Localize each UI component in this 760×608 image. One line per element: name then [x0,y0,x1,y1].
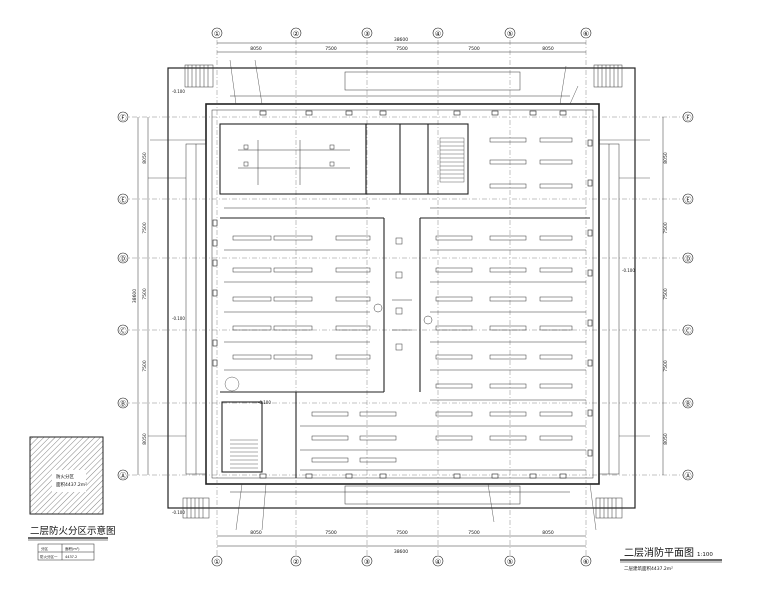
dimension-value: 8050 [663,433,669,445]
legend-cell: 分区 [41,546,48,551]
dimension-value: 7500 [663,222,669,234]
interior-walls [219,123,590,478]
column-axis-labels-top: ① ② ③ ④ ⑤ ⑥ [211,27,592,39]
corner-stair-bottom-left [182,497,210,519]
south-canopy [344,485,521,505]
drawing-title-block: 二层消防平面图 1:100 二层建筑面积4437.2m² [620,546,722,572]
column-axis-labels-bottom: ① ② ③ ④ ⑤ ⑥ [211,555,592,567]
legend-cell: 防火分区一 [40,554,58,559]
fixture-rows-east [430,137,586,401]
dimension-value: 8050 [663,152,669,164]
axis-label: ⑥ [583,30,589,38]
dimension-top: 38600 8050 7500 7500 7500 8050 [217,37,586,53]
stair-south-west [224,376,258,469]
key-plan-zone-label: 防火分区 [56,473,74,480]
dimension-value: 7500 [468,46,480,52]
dimension-value: 7500 [325,530,337,536]
axis-label: Ⓔ [120,196,127,204]
axis-label: ④ [435,558,441,566]
dimension-value: 8050 [142,152,148,164]
axis-label: ⑤ [507,30,513,38]
axis-label: Ⓒ [120,327,127,335]
elevation-label: -0.100 [258,400,271,405]
axis-label: Ⓔ [685,196,692,204]
north-canopy [344,71,521,91]
axis-label: ③ [364,558,370,566]
axis-label: ④ [435,30,441,38]
leader-lines [148,59,650,531]
drawing-scale: 1:100 [697,552,713,558]
row-axis-labels-right: Ⓕ Ⓔ Ⓓ Ⓒ Ⓑ Ⓐ [682,111,694,481]
axis-label: ① [214,30,220,38]
key-plan: 防火分区 面积4437.2m² 二层防火分区示意图 分区 面积(m²) 防火分区… [28,436,116,561]
dimension-total: 38600 [394,549,408,555]
axis-label: ⑥ [583,558,589,566]
fixture-rows-west [224,207,371,371]
key-plan-legend-table: 分区 面积(m²) 防火分区一 4437.2 [37,543,95,561]
corner-stair-top-left [184,64,214,88]
dimension-left: 38600 8050 7500 7500 7500 8050 [132,117,149,475]
dimension-right: 8050 7500 7500 7500 8050 [662,117,669,475]
drawing-title: 二层消防平面图 [624,546,694,559]
elevation-label: -0.100 [172,510,185,515]
legend-cell: 4437.2 [65,555,77,559]
elevation-label: -0.100 [172,316,185,321]
dimension-value: 7500 [142,360,148,372]
elevation-label: -0.100 [172,89,185,94]
axis-label: Ⓐ [120,472,127,480]
axis-label: ③ [364,30,370,38]
area-note: 二层建筑面积4437.2m² [624,565,673,572]
dimension-value: 7500 [663,288,669,300]
key-plan-zone-area: 面积4437.2m² [56,481,87,488]
dimension-value: 7500 [142,288,148,300]
dimension-value: 8050 [542,46,554,52]
dimension-value: 7500 [396,46,408,52]
row-axis-labels-left: Ⓕ Ⓔ Ⓓ Ⓒ Ⓑ Ⓐ [117,111,129,481]
fixture-rows-south [300,411,586,471]
corridor-fixtures [373,237,433,351]
dimension-value: 8050 [250,46,262,52]
dimension-value: 7500 [325,46,337,52]
dimension-value: 8050 [542,530,554,536]
axis-label: ② [293,558,299,566]
office-fixtures [238,140,350,185]
axis-label: ⑤ [507,558,513,566]
dimension-value: 7500 [663,360,669,372]
dimension-bottom: 8050 7500 7500 7500 8050 38600 [217,530,586,555]
axis-label: Ⓓ [685,255,692,263]
perimeter-devices [212,110,593,479]
dimension-value: 8050 [142,433,148,445]
corner-stair-bottom-right [595,497,623,519]
axis-label: Ⓕ [685,114,692,122]
dimension-value: 7500 [468,530,480,536]
axis-label: ① [214,558,220,566]
key-plan-title: 二层防火分区示意图 [30,525,116,537]
axis-label: Ⓑ [120,400,127,408]
axis-label: ② [293,30,299,38]
dimension-total: 38600 [132,289,138,303]
legend-cell: 面积(m²) [65,546,80,551]
dimension-value: 7500 [142,222,148,234]
dimension-value: 8050 [250,530,262,536]
corner-stair-top-right [593,64,623,88]
stair-core [439,137,465,183]
axis-label: Ⓒ [685,327,692,335]
dimension-value: 7500 [396,530,408,536]
dimension-total: 38600 [394,37,408,43]
elevation-label: -0.100 [622,268,635,273]
axis-label: Ⓐ [685,472,692,480]
axis-label: Ⓕ [120,114,127,122]
axis-label: Ⓑ [685,400,692,408]
axis-label: Ⓓ [120,255,127,263]
site-boundary [167,67,636,509]
